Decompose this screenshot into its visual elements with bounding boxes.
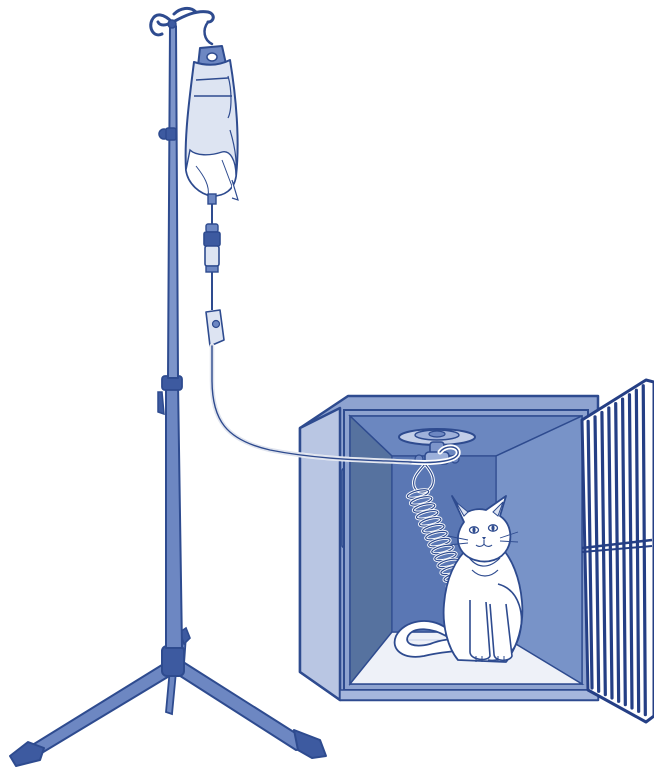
cage-shell-side — [300, 408, 340, 700]
iv-pole-leg-left — [28, 660, 176, 754]
iv-pole-upper-tube — [168, 26, 178, 378]
cage-door — [582, 380, 654, 722]
iv-pole-hub — [162, 646, 184, 676]
cage-door-bar — [643, 386, 645, 715]
iv-pole-leg-right — [174, 660, 306, 750]
fluid-bag — [186, 22, 238, 200]
iv-pole — [10, 8, 326, 766]
iv-pole-lower-tube — [166, 382, 182, 648]
cat-front-leg-left — [470, 600, 490, 659]
drip-chamber — [204, 224, 220, 272]
fluid-bag-hanger — [205, 22, 212, 44]
roller-clamp — [206, 310, 224, 346]
